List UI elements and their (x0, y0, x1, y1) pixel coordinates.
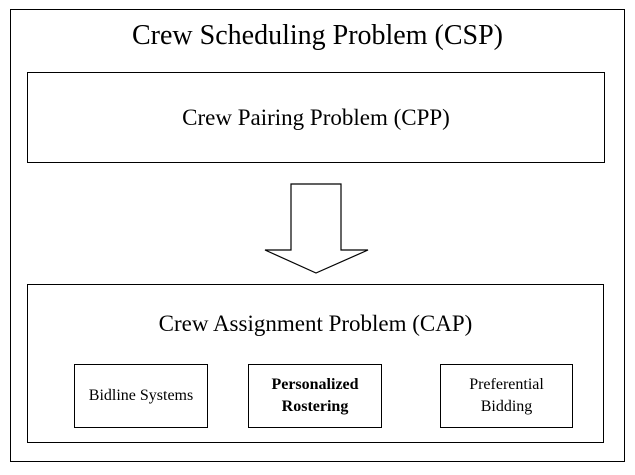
preferential-bidding-box: Preferential Bidding (440, 364, 573, 428)
cap-box: Crew Assignment Problem (CAP) Bidline Sy… (27, 284, 604, 443)
csp-title: Crew Scheduling Problem (CSP) (132, 20, 503, 51)
bidline-systems-box: Bidline Systems (74, 364, 208, 428)
cpp-box: Crew Pairing Problem (CPP) (27, 72, 605, 163)
personalized-rostering-box: Personalized Rostering (248, 364, 382, 428)
cap-title: Crew Assignment Problem (CAP) (158, 311, 473, 336)
bidline-systems-label: Bidline Systems (88, 387, 194, 404)
preferential-bidding-label: Preferential Bidding (469, 376, 544, 415)
down-arrow-icon (264, 183, 369, 274)
personalized-rostering-label: Personalized Rostering (271, 376, 359, 415)
cpp-title: Crew Pairing Problem (CPP) (182, 105, 450, 130)
